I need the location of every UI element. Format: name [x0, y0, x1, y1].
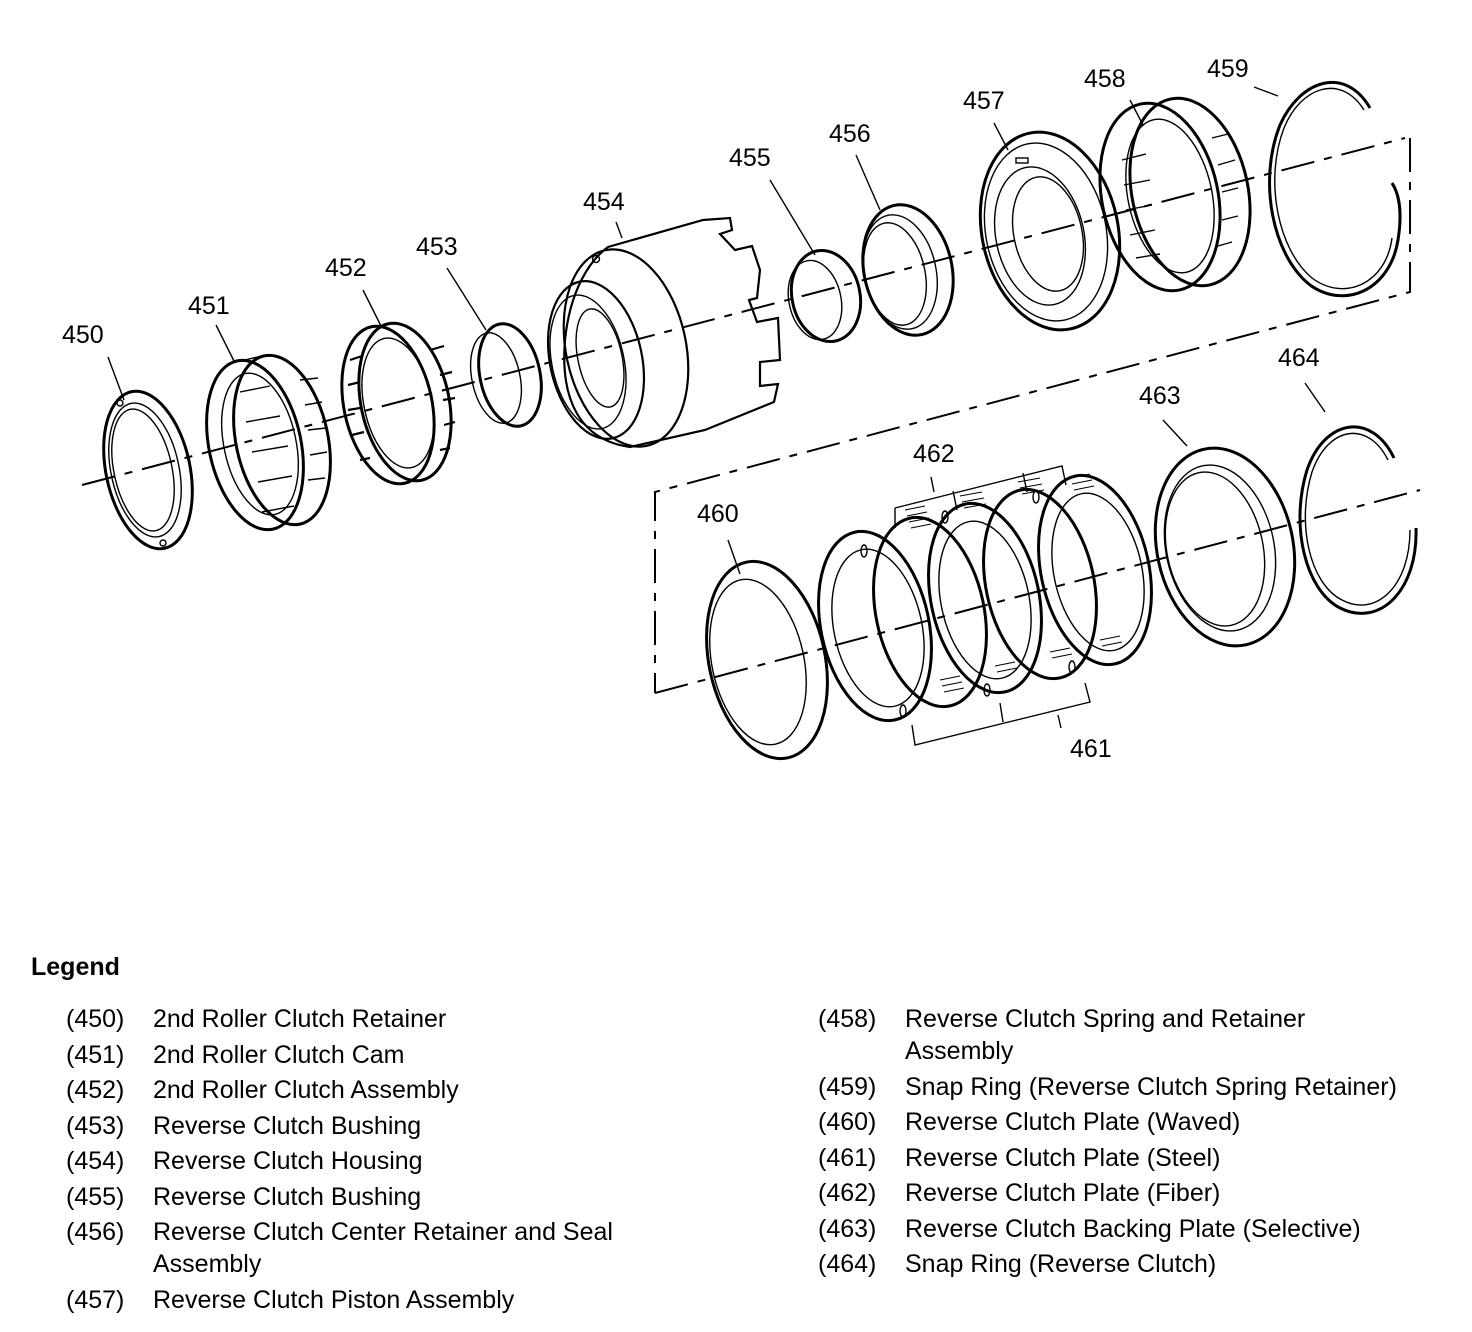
legend-number: (450) [66, 1005, 125, 1033]
legend-number: (462) [818, 1179, 877, 1207]
callout-454: 454 [583, 188, 625, 216]
legend-number: (451) [66, 1040, 125, 1069]
callout-460: 460 [697, 500, 739, 528]
legend-description: Reverse Clutch Center Retainer and Seal … [153, 1218, 613, 1278]
legend-number: (463) [818, 1214, 877, 1243]
exploded-view-diagram: 450 451 452 453 454 455 456 457 458 459 … [62, 55, 1421, 763]
part-463-backing-plate[interactable] [1138, 435, 1313, 659]
legend-description: Reverse Clutch Bushing [153, 1111, 422, 1140]
legend-description: Reverse Clutch Housing [153, 1147, 423, 1175]
callout-451: 451 [188, 292, 230, 320]
legend-description: Reverse Clutch Bushing [153, 1182, 422, 1211]
legend-number: (456) [66, 1218, 125, 1246]
legend-number: (464) [818, 1250, 877, 1278]
legend-item: (461) Reverse Clutch Plate (Steel) [818, 1142, 1468, 1174]
legend-description: Snap Ring (Reverse Clutch Spring Retaine… [905, 1072, 1397, 1101]
legend-number: (452) [66, 1076, 125, 1104]
part-454-housing[interactable] [534, 216, 782, 458]
callout-457: 457 [963, 87, 1005, 115]
legend-description: Reverse Clutch Backing Plate (Selective) [905, 1214, 1361, 1243]
legend-item: (450) 2nd Roller Clutch Retainer [66, 1003, 766, 1035]
legend-number: (454) [66, 1147, 125, 1175]
part-453-bushing[interactable] [463, 318, 550, 432]
legend-item: (454) Reverse Clutch Housing [66, 1145, 766, 1177]
callout-461: 461 [1070, 735, 1112, 763]
legend-description: Snap Ring (Reverse Clutch) [905, 1250, 1217, 1278]
legend-description: Reverse Clutch Plate (Steel) [905, 1143, 1221, 1172]
part-459-snap-ring[interactable] [1268, 81, 1402, 298]
part-461-462-clutch-pack[interactable] [802, 465, 1168, 746]
upper-centerline [81, 137, 1406, 486]
legend-description: 2nd Roller Clutch Cam [153, 1040, 405, 1069]
part-455-bushing[interactable] [781, 244, 869, 348]
offset-bracket [654, 138, 1411, 693]
legend-number: (460) [818, 1108, 877, 1136]
part-450-retainer[interactable] [90, 383, 205, 557]
legend-item: (460) Reverse Clutch Plate (Waved) [818, 1106, 1468, 1138]
legend-number: (461) [818, 1143, 877, 1172]
legend-item: (459) Snap Ring (Reverse Clutch Spring Re… [818, 1071, 1468, 1103]
legend-item: (457) Reverse Clutch Piston Assembly [66, 1284, 766, 1316]
legend-title: Legend [31, 953, 120, 981]
part-452-roller-clutch[interactable] [328, 315, 464, 493]
callout-453: 453 [416, 233, 458, 261]
leader-lines [107, 86, 1326, 729]
legend-item: (452) 2nd Roller Clutch Assembly [66, 1074, 766, 1106]
legend-description: Reverse Clutch Piston Assembly [153, 1285, 515, 1314]
legend-column-left: (450) 2nd Roller Clutch Retainer (451) 2nd… [66, 1003, 766, 1319]
legend-item: (462) Reverse Clutch Plate (Fiber) [818, 1177, 1468, 1209]
legend-number: (457) [66, 1285, 125, 1314]
callout-459: 459 [1207, 55, 1249, 83]
part-464-snap-ring[interactable] [1298, 425, 1418, 615]
legend-number: (455) [66, 1182, 125, 1211]
callout-455: 455 [729, 144, 771, 172]
legend-description: 2nd Roller Clutch Retainer [153, 1005, 447, 1033]
part-456-center-retainer[interactable] [851, 196, 965, 343]
legend-number: (453) [66, 1111, 125, 1140]
legend-item: (463) Reverse Clutch Backing Plate (Selec… [818, 1213, 1468, 1245]
part-458-spring-retainer[interactable] [1084, 87, 1267, 302]
legend-number: (459) [818, 1072, 877, 1101]
legend-item: (464) Snap Ring (Reverse Clutch) [818, 1248, 1468, 1280]
legend-item: (451) 2nd Roller Clutch Cam [66, 1039, 766, 1071]
legend-item: (456) Reverse Clutch Center Retainer and … [66, 1216, 676, 1280]
legend-description: Reverse Clutch Plate (Fiber) [905, 1179, 1221, 1207]
legend-item: (455) Reverse Clutch Bushing [66, 1181, 766, 1213]
legend-description: Reverse Clutch Plate (Waved) [905, 1108, 1241, 1136]
callout-452: 452 [325, 254, 367, 282]
callout-456: 456 [829, 120, 871, 148]
legend-description: 2nd Roller Clutch Assembly [153, 1076, 459, 1104]
legend-item: (458) Reverse Clutch Spring and Retainer … [818, 1003, 1378, 1067]
callout-462: 462 [913, 440, 955, 468]
legend-column-right: (458) Reverse Clutch Spring and Retainer … [818, 1003, 1468, 1284]
callout-463: 463 [1139, 382, 1181, 410]
part-451-cam[interactable] [192, 346, 345, 538]
legend-item: (453) Reverse Clutch Bushing [66, 1110, 766, 1142]
callout-464: 464 [1278, 344, 1320, 372]
legend-description: Reverse Clutch Spring and Retainer Assem… [905, 1005, 1306, 1065]
callout-450: 450 [62, 321, 104, 349]
callout-458: 458 [1084, 65, 1126, 93]
legend-number: (458) [818, 1005, 877, 1033]
